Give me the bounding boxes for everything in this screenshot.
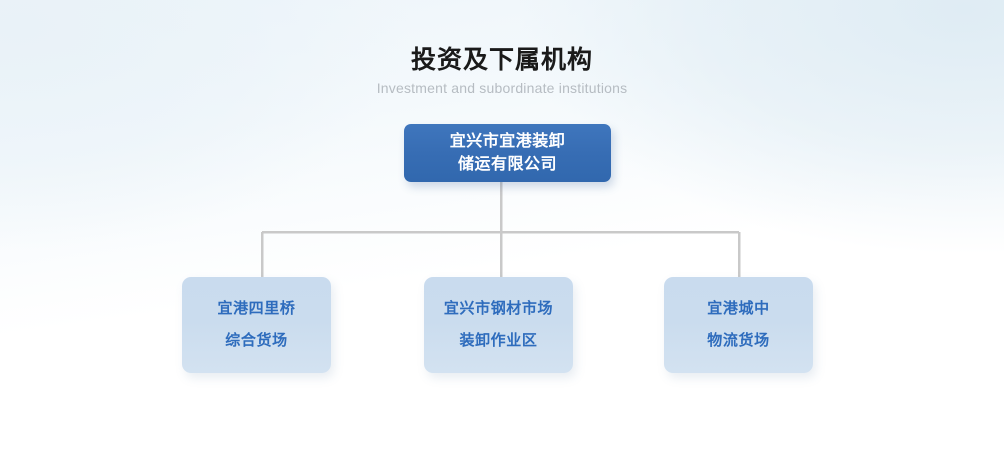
page-subtitle: Investment and subordinate institutions bbox=[376, 80, 628, 96]
org-node-child-0[interactable]: 宜港四里桥 综合货场 bbox=[182, 277, 331, 373]
org-node-child-1-line-1: 宜兴市钢材市场 bbox=[443, 300, 554, 317]
org-node-root[interactable]: 宜兴市宜港装卸 储运有限公司 bbox=[404, 124, 611, 182]
org-node-child-2-line-2: 物流货场 bbox=[707, 332, 770, 349]
org-node-child-2[interactable]: 宜港城中 物流货场 bbox=[664, 277, 813, 373]
org-node-root-line-2: 储运有限公司 bbox=[457, 156, 557, 173]
org-node-child-1[interactable]: 宜兴市钢材市场 装卸作业区 bbox=[424, 277, 573, 373]
org-node-child-2-line-1: 宜港城中 bbox=[707, 300, 770, 317]
org-node-child-0-line-1: 宜港四里桥 bbox=[217, 300, 296, 317]
org-node-root-line-1: 宜兴市宜港装卸 bbox=[449, 133, 566, 150]
page-heading: 投资及下属机构 Investment and subordinate insti… bbox=[0, 44, 1004, 97]
org-node-child-0-line-2: 综合货场 bbox=[225, 332, 288, 349]
org-node-child-1-line-2: 装卸作业区 bbox=[459, 332, 538, 349]
page-title: 投资及下属机构 bbox=[410, 46, 593, 74]
